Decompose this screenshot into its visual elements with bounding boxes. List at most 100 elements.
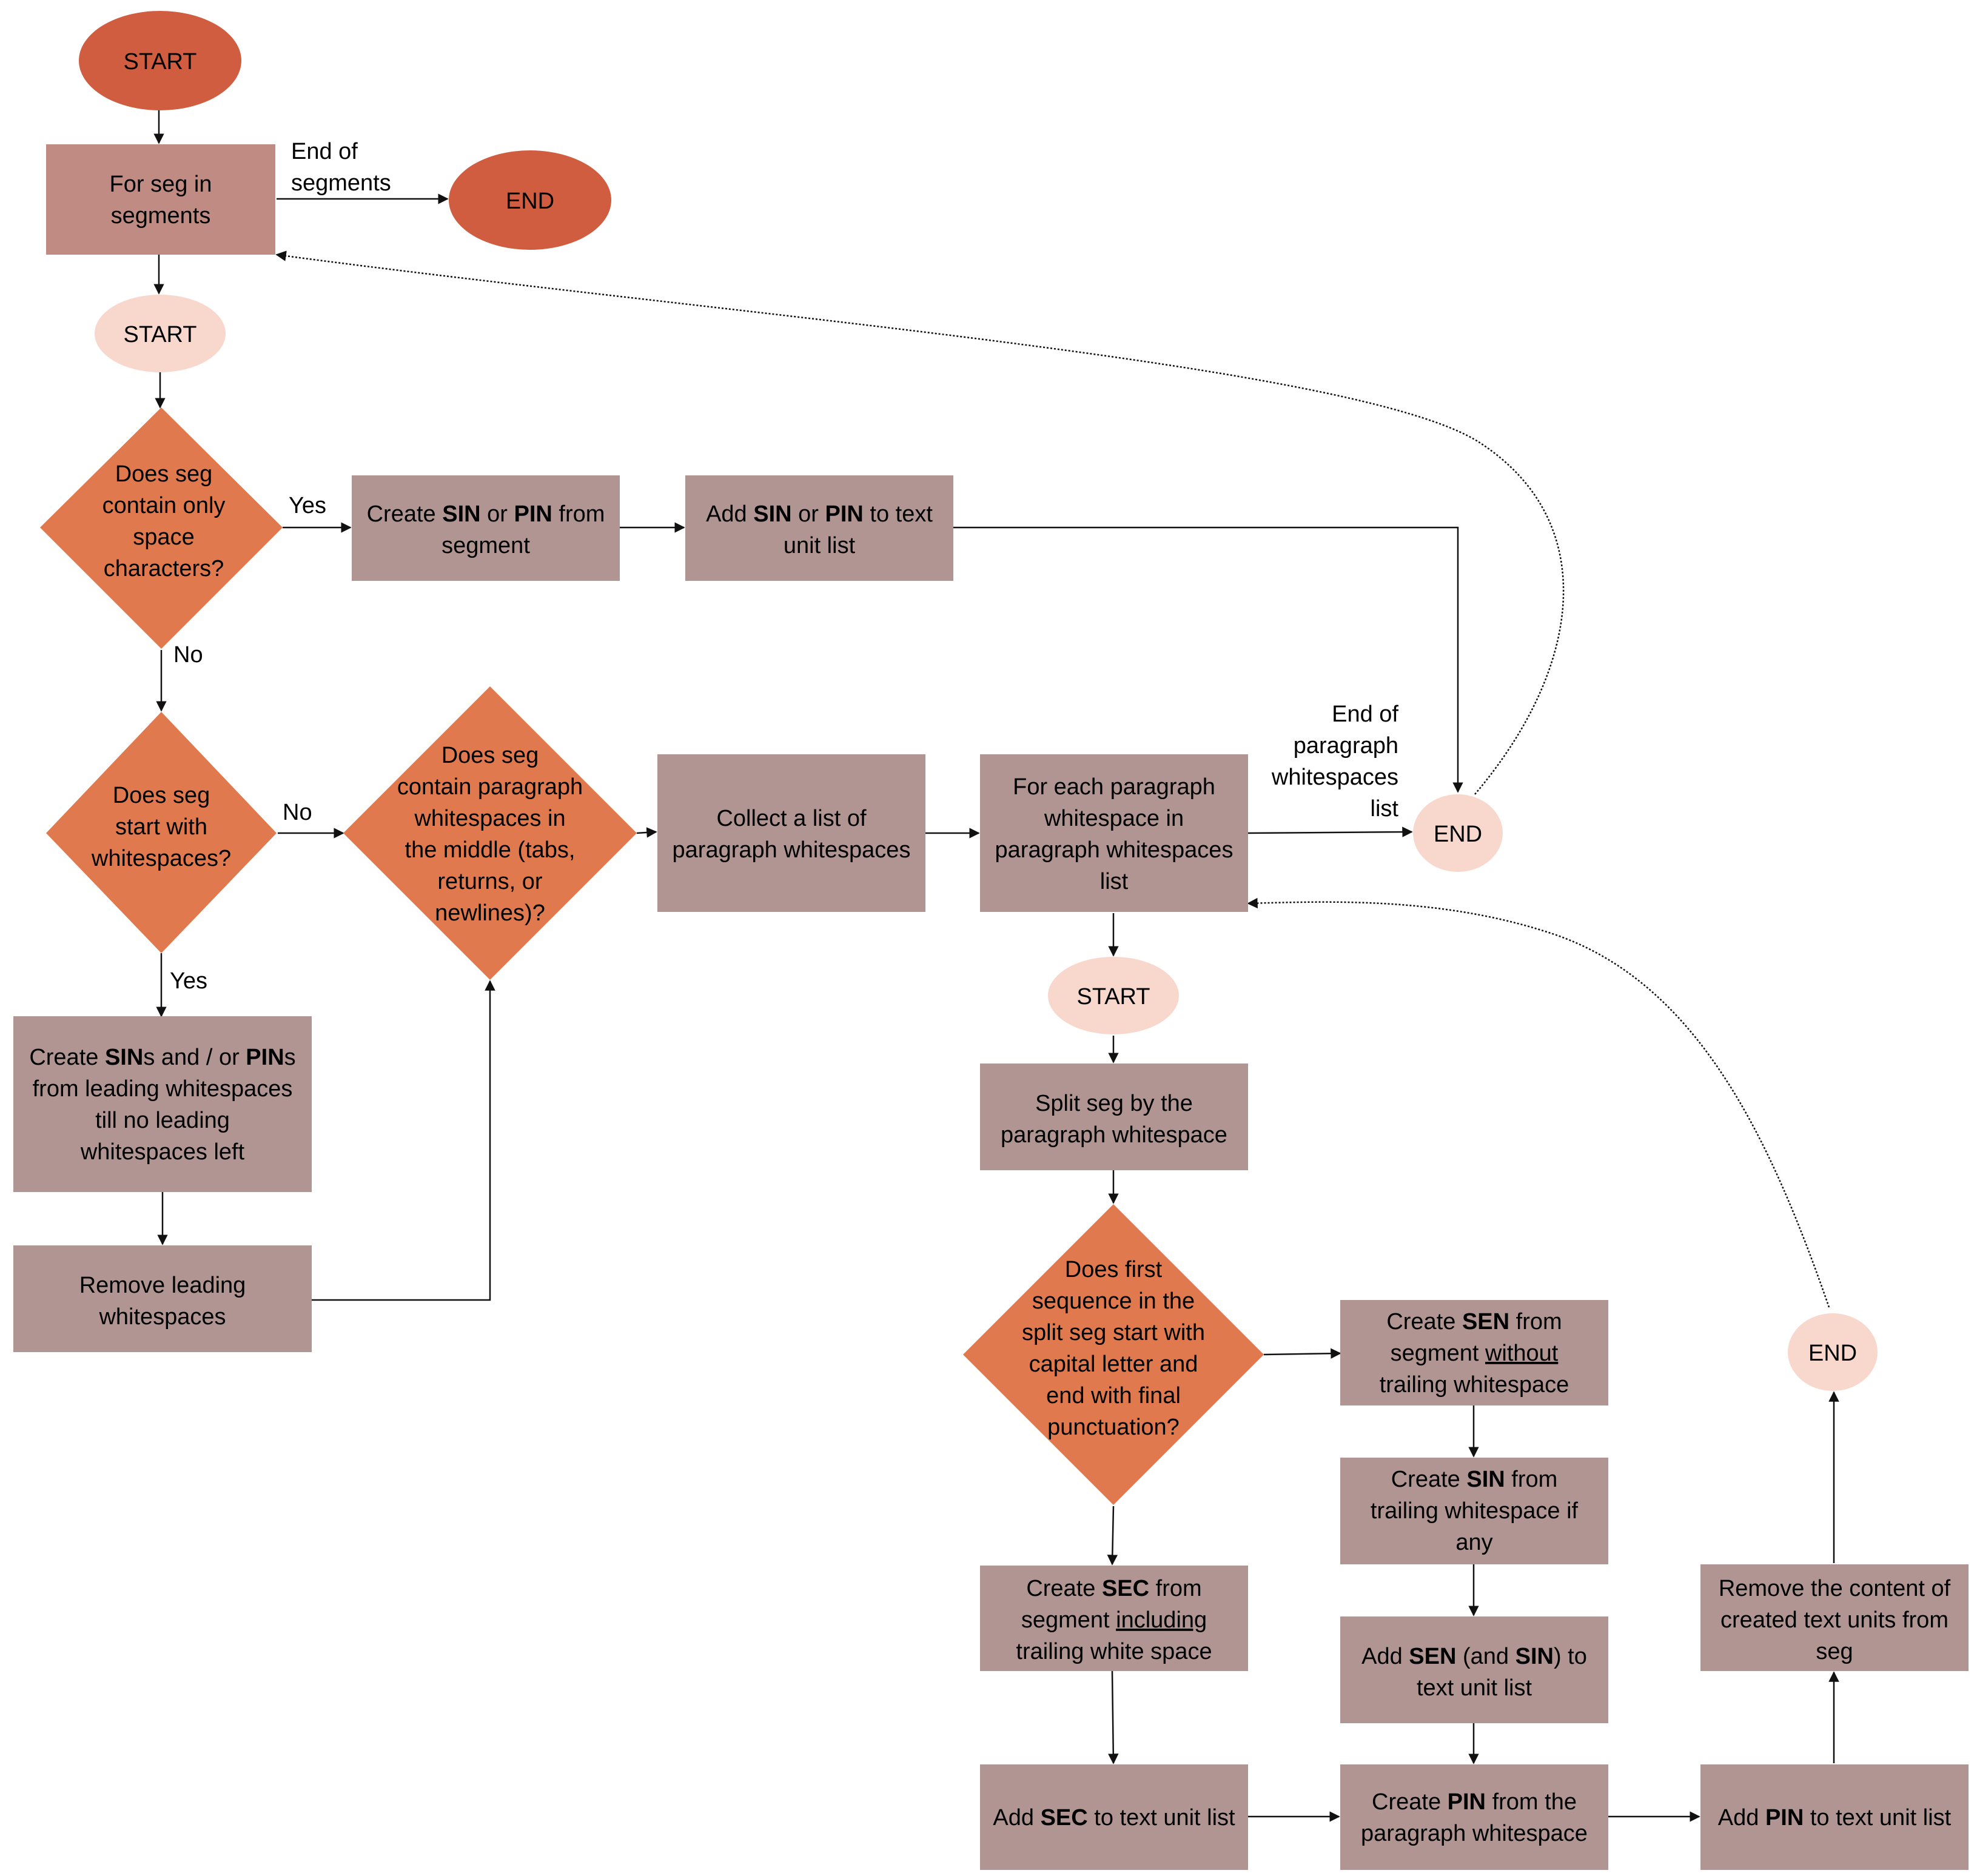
create-sin-trailing-box: Create SIN from trailing whitespace if a…: [1340, 1458, 1608, 1564]
edge-end-para-loop-back: [1247, 897, 1830, 1308]
end-of-para-list-label-line-1: End of: [1332, 702, 1398, 727]
svg-text:seg: seg: [1816, 1639, 1853, 1664]
no-label: No: [283, 800, 312, 825]
decision-text-line-2: sequence in the: [1032, 1288, 1195, 1314]
edge-create-sec-to-add-sec: [1108, 1670, 1119, 1764]
edge-remove-to-para-decision: [312, 980, 495, 1301]
text-part-bold: SEN: [1409, 1644, 1456, 1669]
text-part: Add: [706, 501, 753, 527]
svg-text:space: space: [133, 524, 194, 550]
create-pin-box: Create PIN from the paragraph whitespace: [1340, 1764, 1608, 1870]
decision-text-line-2: contain paragraph: [397, 774, 583, 800]
svg-text:segments: segments: [111, 203, 211, 229]
box-text-line-2: whitespaces: [98, 1304, 226, 1330]
end-of-segments-label-line-1: End of: [291, 139, 358, 164]
svg-text:created text units from: created text units from: [1720, 1607, 1948, 1633]
text-part: from: [552, 501, 605, 527]
decision-text-line-5: returns, or: [437, 869, 543, 894]
text-part: from: [1505, 1467, 1558, 1492]
text-part: Create: [367, 501, 443, 527]
text-part-underlined: including: [1116, 1607, 1207, 1633]
edge-end-seg-loop-back: [275, 250, 1565, 795]
text-part: from the: [1486, 1789, 1577, 1815]
nodes: START For seg in segments END START Does…: [13, 11, 1969, 1870]
remove-content-box: Remove the content of created text units…: [1700, 1564, 1969, 1671]
decision-text-line-3: whitespaces in: [414, 806, 565, 831]
process-shape: [13, 1016, 312, 1192]
svg-text:segments: segments: [291, 170, 391, 196]
box-text-line-3: paragraph whitespaces: [995, 837, 1234, 863]
svg-text:Does first: Does first: [1065, 1257, 1163, 1282]
process-shape: [980, 1064, 1248, 1170]
svg-text:segment: segment: [441, 533, 530, 558]
decision-text-line-4: the middle (tabs,: [405, 837, 576, 863]
box-text-line-1: For each paragraph: [1013, 774, 1215, 800]
svg-text:Split seg by the: Split seg by the: [1035, 1091, 1193, 1116]
svg-text:from leading whitespaces: from leading whitespaces: [33, 1076, 293, 1102]
process-shape: [1340, 1616, 1608, 1723]
collect-paragraph-whitespaces-box: Collect a list of paragraph whitespaces: [657, 754, 925, 912]
decision-text-line-4: capital letter and: [1029, 1352, 1198, 1377]
end-seg-terminal: END: [1413, 794, 1503, 872]
svg-text:START: START: [123, 322, 196, 347]
text-part-bold: PIN: [1448, 1789, 1486, 1815]
decision-text-line-1: Does seg: [115, 461, 213, 487]
add-pin-box: Add PIN to text unit list: [1700, 1764, 1969, 1870]
process-shape: [46, 144, 275, 255]
terminal-label: START: [123, 49, 196, 75]
process-shape: [1340, 1764, 1608, 1870]
text-part: to text unit list: [1804, 1805, 1951, 1831]
svg-text:Create SIN or PIN from: Create SIN or PIN from: [367, 501, 605, 527]
svg-text:sequence in the: sequence in the: [1032, 1288, 1195, 1314]
svg-text:Remove the content of: Remove the content of: [1719, 1576, 1951, 1601]
process-shape: [980, 1566, 1248, 1671]
process-shape: [980, 1764, 1248, 1870]
end-para-terminal: END: [1788, 1313, 1878, 1391]
process-shape: [1340, 1458, 1608, 1564]
edges: [153, 109, 1839, 1822]
text-part: Create: [1391, 1467, 1467, 1492]
text-part: unit list: [784, 533, 856, 558]
box-text-line-4: list: [1100, 869, 1129, 894]
svg-text:punctuation?: punctuation?: [1047, 1415, 1180, 1440]
terminal-label: END: [1808, 1341, 1857, 1366]
add-sen-sin-box: Add SEN (and SIN) to text unit list: [1340, 1616, 1608, 1723]
svg-text:split seg start with: split seg start with: [1022, 1320, 1205, 1345]
end-of-para-list-label-line-2: paragraph: [1294, 733, 1398, 759]
decision-text-line-5: end with final: [1046, 1383, 1181, 1409]
for-each-paragraph-loop-box: For each paragraph whitespace in paragra…: [980, 754, 1248, 912]
svg-text:Create PIN from the: Create PIN from the: [1372, 1789, 1577, 1815]
text-part-bold: SIN: [442, 501, 480, 527]
svg-text:End of: End of: [1332, 702, 1398, 727]
text-part: Add: [1718, 1805, 1765, 1831]
process-shape: [657, 754, 925, 912]
svg-text:No: No: [173, 642, 203, 668]
box-text-line-2: paragraph whitespace: [1001, 1122, 1227, 1148]
process-shape: [685, 475, 953, 581]
svg-text:list: list: [1100, 869, 1129, 894]
decision-shape: [46, 712, 277, 953]
decision-shape: [343, 686, 637, 980]
text-part-bold: SEC: [1102, 1576, 1149, 1601]
svg-text:Add PIN to text unit list: Add PIN to text unit list: [1718, 1805, 1952, 1831]
text-part-bold: PIN: [825, 501, 864, 527]
svg-text:the middle (tabs,: the middle (tabs,: [405, 837, 576, 863]
svg-text:END: END: [1808, 1341, 1857, 1366]
text-part: any: [1455, 1530, 1492, 1555]
space-only-decision: Does seg contain only space characters?: [40, 407, 283, 649]
svg-text:Create SEC from: Create SEC from: [1026, 1576, 1201, 1601]
edge-para-ws-to-collect: [636, 827, 657, 838]
process-shape: [1700, 1564, 1969, 1671]
edge-for-each-to-end-seg: [1247, 826, 1413, 837]
svg-text:paragraph: paragraph: [1294, 733, 1398, 759]
start-para-terminal: START: [1048, 957, 1179, 1034]
svg-text:text unit list: text unit list: [1417, 1675, 1532, 1701]
end-of-segments-label-line-2: segments: [291, 170, 391, 196]
svg-text:Does seg: Does seg: [113, 783, 210, 808]
text-part: text unit list: [1417, 1675, 1532, 1701]
decision-text-line-1: Does seg: [113, 783, 210, 808]
text-part: paragraph whitespace: [1361, 1821, 1588, 1846]
text-part: segment: [441, 533, 530, 558]
box-text-line-2: whitespace in: [1044, 806, 1184, 831]
svg-text:Create SEN from: Create SEN from: [1386, 1309, 1562, 1335]
